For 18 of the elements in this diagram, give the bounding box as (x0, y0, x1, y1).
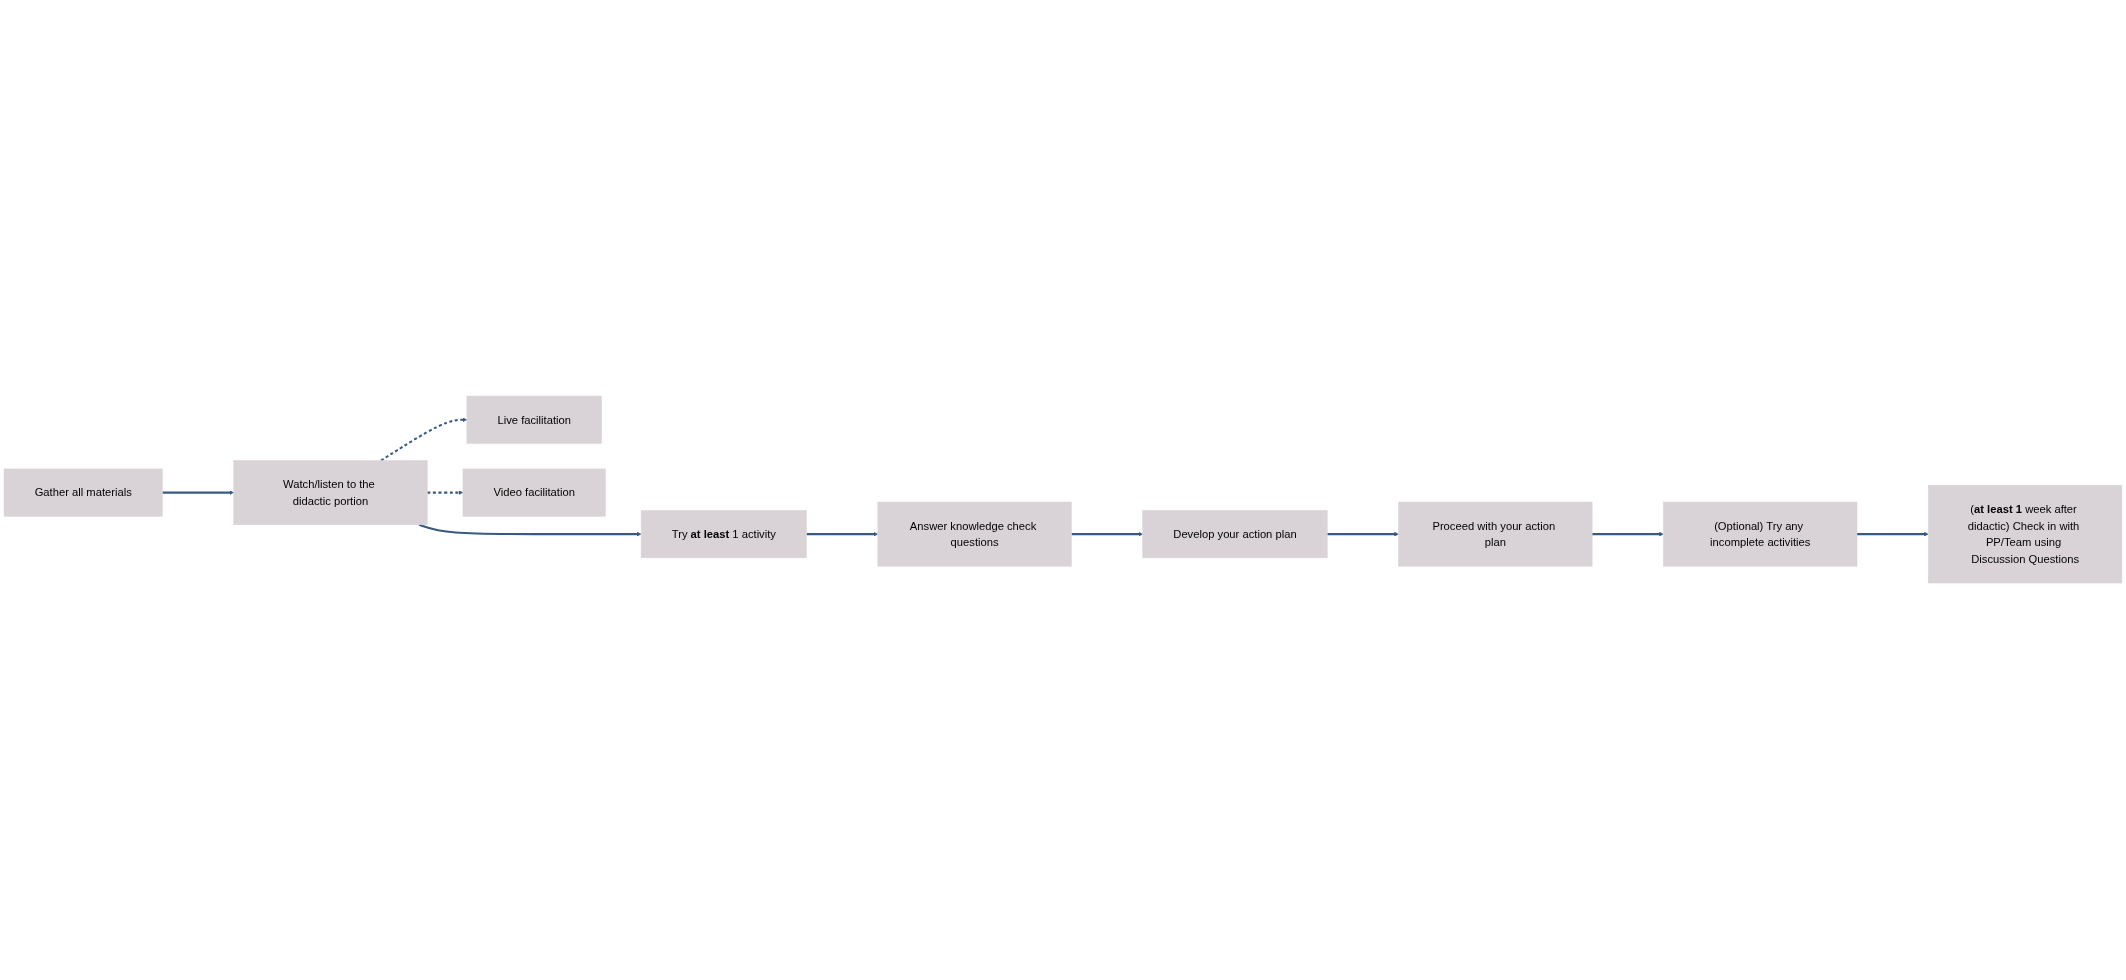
arrow (162, 490, 234, 496)
node-box: Proceed with your action plan (1398, 502, 1593, 567)
node-box: (Optional) Try any incomplete activities (1663, 502, 1858, 567)
arrow (380, 417, 468, 462)
node-box: Try at least 1 activity (640, 510, 807, 559)
arrow (1857, 532, 1929, 537)
arrow (806, 532, 879, 537)
node-box: Live facilitation (466, 396, 602, 445)
node-box: (at least 1 week after didactic) Check in with PP/Team using Discussion Questions (1928, 485, 2123, 584)
node-box: Video facilitation (462, 469, 606, 517)
arrow (1327, 532, 1399, 537)
arrow (1071, 532, 1143, 537)
arrow (427, 490, 464, 496)
arrow (1592, 532, 1664, 537)
node-box: Answer knowledge check questions (877, 502, 1072, 567)
node-box: Watch/listen to the didactic portion (233, 460, 428, 526)
node-box: Develop your action plan (1142, 510, 1328, 559)
node-box: Gather all materials (3, 469, 163, 517)
